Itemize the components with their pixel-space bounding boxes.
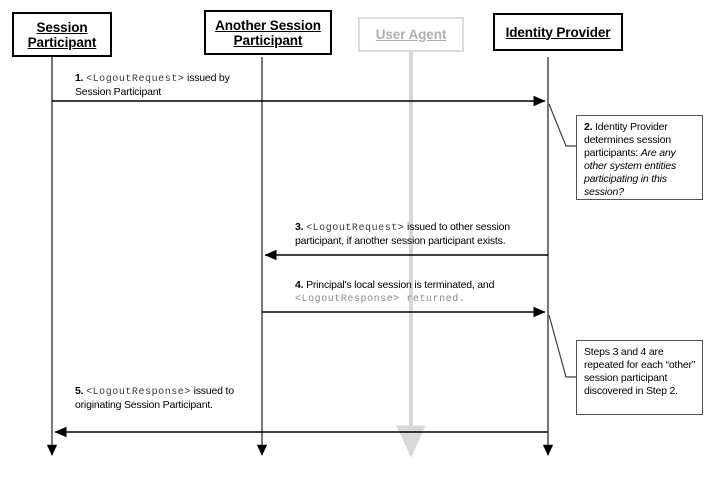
actor-another-session-participant-label: Another Session Participant	[212, 18, 324, 48]
step-5-mono: <LogoutResponse>	[86, 387, 191, 398]
message-label-step-4: 4. Principal's local session is terminat…	[295, 279, 560, 306]
actor-identity-provider-label: Identity Provider	[503, 25, 614, 40]
actor-asp-line2: Participant	[233, 32, 303, 48]
message-label-step-5: 5. <LogoutResponse> issued to originatin…	[75, 385, 325, 412]
message-label-step-1: 1. <LogoutRequest> issued by Session Par…	[75, 72, 325, 99]
note-step-2-regular: Identity Provider determines session par…	[584, 121, 671, 159]
step-1-mono: <LogoutRequest>	[86, 74, 185, 85]
step-4-pre: Principal's local session is terminated,…	[303, 279, 495, 291]
actor-session-participant-label: Session Participant	[25, 20, 100, 50]
actor-user-agent[interactable]: User Agent	[358, 17, 464, 52]
actor-sp-line1: Session	[36, 19, 88, 35]
actor-identity-provider[interactable]: Identity Provider	[493, 13, 623, 51]
note-step-2: 2. Identity Provider determines session …	[576, 115, 703, 200]
step-3-number: 3.	[295, 221, 304, 233]
message-label-step-3: 3. <LogoutRequest> issued to other sessi…	[295, 221, 560, 248]
note-step-2-text: 2. Identity Provider determines session …	[584, 121, 696, 199]
note-connector-2	[548, 103, 576, 147]
step-4-mono: <LogoutResponse> returned.	[295, 294, 466, 305]
step-5-line2: originating Session Participant.	[75, 399, 213, 411]
step-5-post: issued to	[190, 385, 234, 397]
lifelines	[46, 52, 554, 458]
step-4-number: 4.	[295, 279, 304, 291]
actor-sp-line2: Participant	[27, 34, 97, 50]
step-5-number: 5.	[75, 385, 84, 397]
step-1-number: 1.	[75, 72, 84, 84]
step-3-mono: <LogoutRequest>	[306, 223, 405, 234]
message-arrows	[52, 95, 548, 438]
step-3-line2: participant, if another session particip…	[295, 235, 506, 247]
step-1-post: issued by	[184, 72, 230, 84]
actor-ua-line1: User Agent	[375, 27, 447, 42]
step-3-post: issued to other session	[404, 221, 510, 233]
note-repeat-steps-regular: Steps 3 and 4 are repeated for each “oth…	[584, 346, 696, 397]
step-1-line2: Session Participant	[75, 86, 162, 98]
actor-asp-line1: Another Session	[215, 17, 321, 33]
note-repeat-steps: Steps 3 and 4 are repeated for each “oth…	[576, 340, 703, 415]
note-connector-repeat	[548, 314, 576, 378]
actor-another-session-participant[interactable]: Another Session Participant	[204, 10, 332, 55]
actor-idp-line1: Identity Provider	[505, 24, 611, 40]
actor-user-agent-label: User Agent	[373, 27, 450, 42]
note-step-2-italic: Are any other system entities participat…	[584, 147, 677, 198]
note-step-2-number: 2.	[584, 121, 593, 133]
actor-session-participant[interactable]: Session Participant	[12, 12, 112, 57]
note-connectors	[548, 103, 576, 378]
note-repeat-steps-text: Steps 3 and 4 are repeated for each “oth…	[584, 346, 696, 398]
